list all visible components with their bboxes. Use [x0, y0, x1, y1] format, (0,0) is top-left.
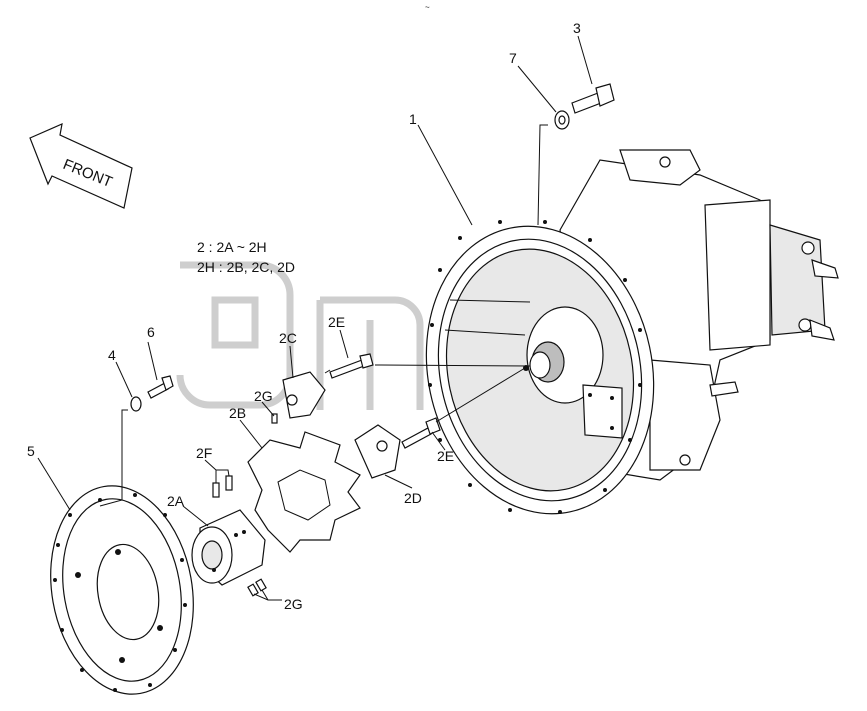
bolt-2e-bottom — [401, 417, 441, 449]
front-arrow-icon: FRONT — [29, 122, 133, 209]
callout-5: 5 — [27, 443, 35, 459]
callouts: 1 2A 2B 2C 2D 2E 2E 2F 2G 2G 3 4 5 6 7 — [27, 20, 581, 612]
callout-4: 4 — [108, 347, 116, 363]
coupling-jaw-2c — [282, 371, 326, 419]
leader-lines — [37, 35, 593, 601]
washer-4 — [130, 396, 142, 412]
callout-2e-bottom: 2E — [437, 448, 454, 464]
rubber-element-2b — [247, 431, 361, 553]
set-screws-2g-bottom — [247, 578, 267, 597]
callout-2g-top: 2G — [254, 388, 273, 404]
legend-line-2: 2H : 2B, 2C, 2D — [197, 259, 295, 275]
bolt-6 — [147, 375, 174, 399]
callout-3: 3 — [573, 20, 581, 36]
coupling-hub-2a — [191, 509, 266, 586]
pump-assembly — [425, 149, 839, 515]
callout-2a: 2A — [167, 493, 185, 509]
callout-1: 1 — [409, 111, 417, 127]
flywheel-flange-5 — [50, 485, 194, 695]
set-screw-2g-top — [271, 413, 278, 424]
callout-2e-top: 2E — [328, 314, 345, 330]
callout-6: 6 — [147, 324, 155, 340]
callout-2d: 2D — [404, 490, 422, 506]
callout-7: 7 — [509, 50, 517, 66]
coupling-jaw-2d — [354, 424, 401, 479]
callout-2f: 2F — [196, 445, 212, 461]
callout-2c: 2C — [279, 330, 297, 346]
top-mark: ~ — [425, 3, 430, 12]
bolt-2e-top — [329, 353, 374, 379]
callout-2b: 2B — [229, 405, 246, 421]
callout-2g-bottom: 2G — [284, 596, 303, 612]
bolt-3 — [571, 83, 615, 114]
legend-line-1: 2 : 2A ~ 2H — [197, 239, 267, 255]
